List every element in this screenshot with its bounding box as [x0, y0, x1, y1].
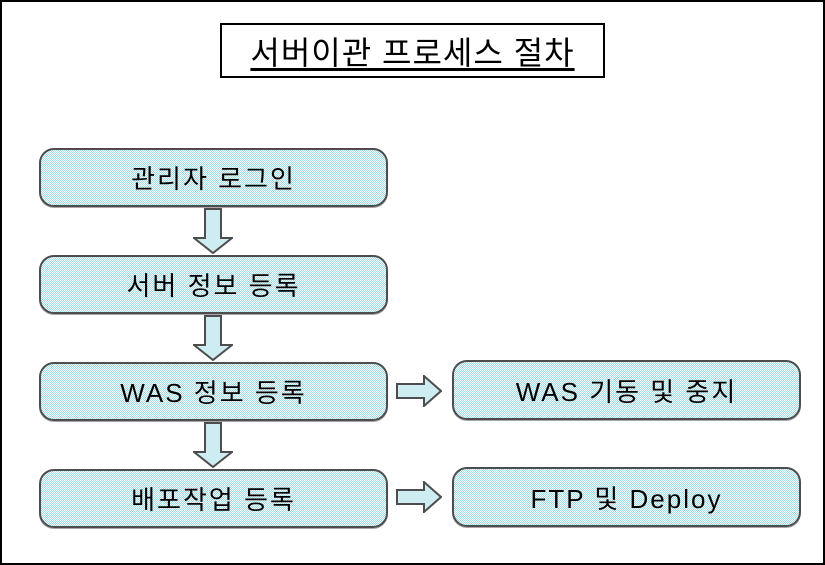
flow-node-ftp-deploy: FTP 및 Deploy — [452, 467, 801, 527]
down-arrow-icon — [193, 208, 233, 254]
right-arrow-icon — [396, 481, 442, 513]
flow-node-label: 배포작업 등록 — [131, 485, 296, 515]
flow-node-deploy-job: 배포작업 등록 — [39, 469, 388, 528]
down-arrow-icon — [193, 315, 233, 361]
flow-node-was-start-stop: WAS 기동 및 중지 — [452, 360, 801, 420]
flow-node-admin-login: 관리자 로그인 — [39, 148, 388, 207]
down-arrow-icon — [193, 422, 233, 468]
flow-node-was-info: WAS 정보 등록 — [39, 362, 388, 421]
flow-node-label: WAS 기동 및 중지 — [515, 376, 738, 407]
right-arrow-icon — [396, 375, 442, 407]
flow-node-label: 관리자 로그인 — [131, 164, 296, 194]
flow-node-label: 서버 정보 등록 — [126, 271, 301, 301]
flow-node-server-info: 서버 정보 등록 — [39, 255, 388, 314]
diagram-title-box: 서버이관 프로세스 절차 — [220, 23, 605, 78]
flow-node-label: FTP 및 Deploy — [530, 483, 723, 514]
flow-node-label: WAS 정보 등록 — [120, 378, 307, 408]
diagram-title: 서버이관 프로세스 절차 — [250, 34, 575, 71]
